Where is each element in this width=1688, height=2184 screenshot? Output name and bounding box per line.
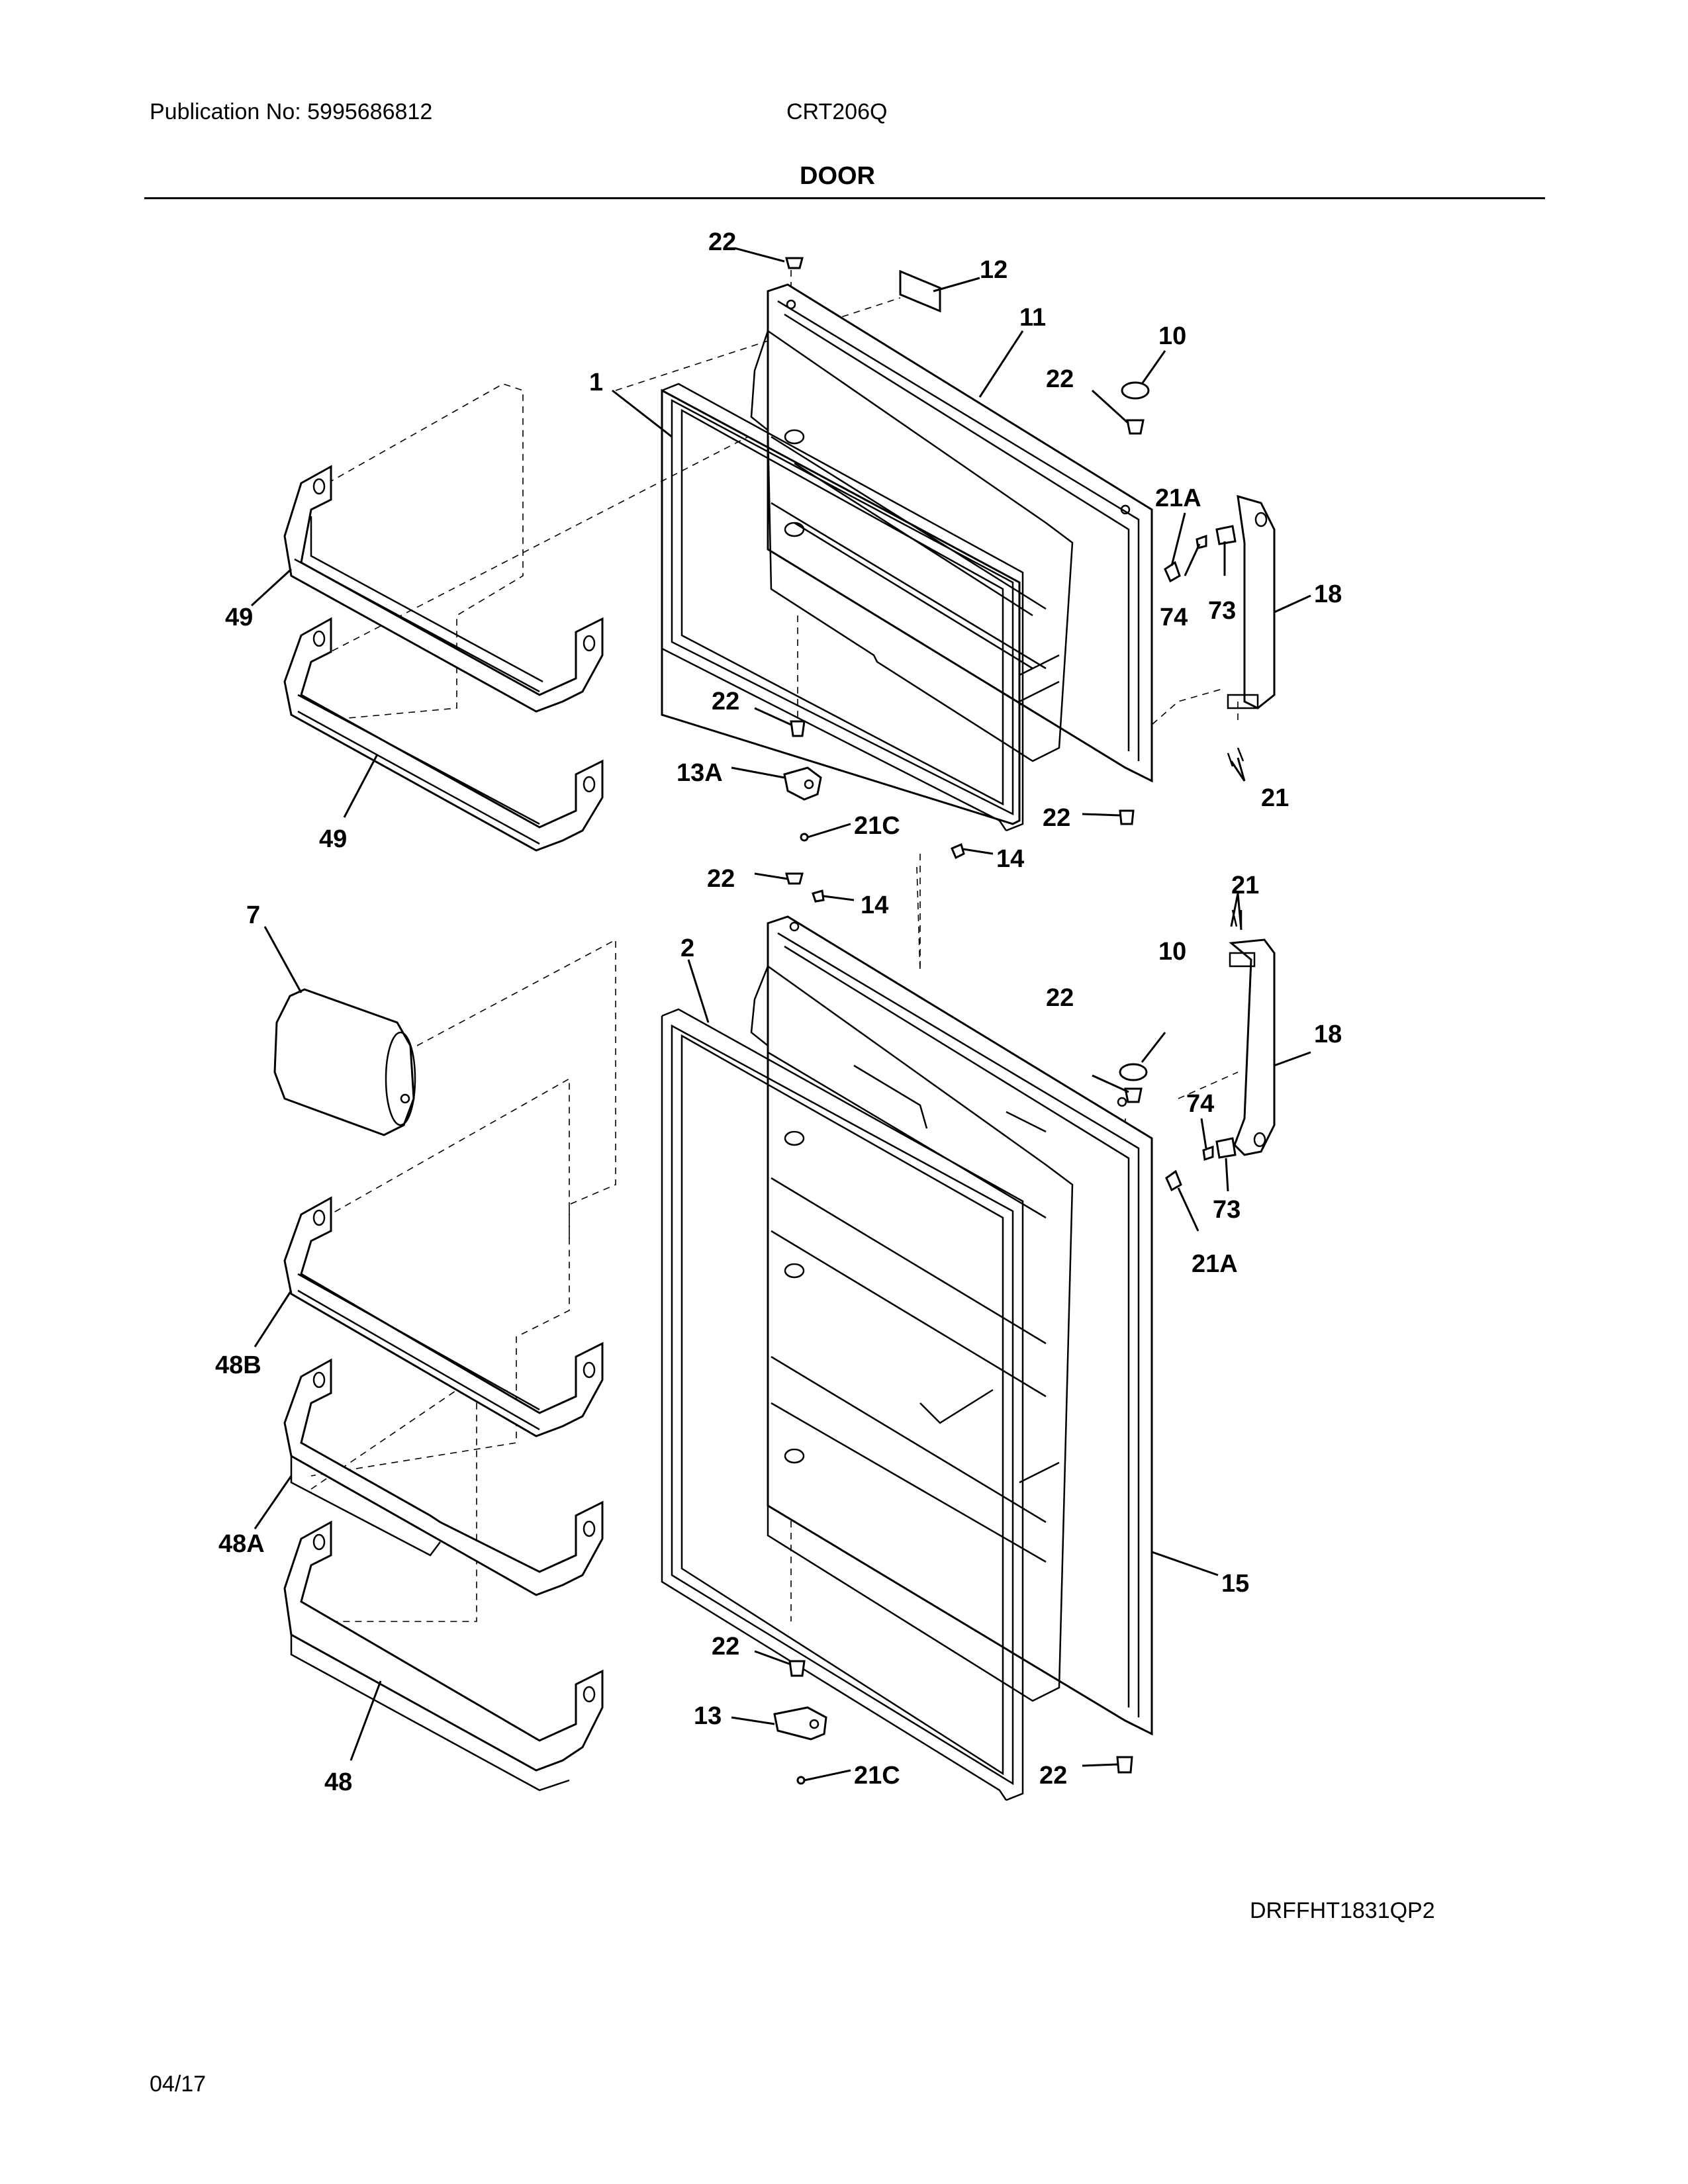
screw-22-top-left-lower [785, 872, 804, 885]
callout-48: 48 [324, 1768, 352, 1796]
callout-13: 13 [694, 1702, 722, 1730]
door-gasket-2 [661, 1008, 1024, 1801]
callout-22: 22 [712, 688, 739, 715]
callout-22: 22 [1046, 365, 1074, 393]
callout-13A: 13A [677, 759, 723, 787]
callout-22: 22 [712, 1633, 739, 1661]
callout-21: 21 [1261, 784, 1289, 812]
screw-21C-lower [796, 1776, 806, 1785]
callout-48A: 48A [218, 1530, 265, 1558]
hinge-18-lower [1229, 938, 1276, 1156]
cam-21A-lower [1165, 1169, 1182, 1192]
leader-lines [250, 247, 1311, 1782]
bushing-73-upper [1215, 525, 1237, 545]
hinge-18-upper [1227, 494, 1276, 709]
callout-1: 1 [589, 369, 603, 396]
shelf-48A [283, 1358, 604, 1596]
screw-22-hinge-lower [1124, 1087, 1143, 1103]
fresh-food-door-15 [750, 915, 1153, 1736]
shelf-48B [283, 1196, 604, 1437]
callout-22: 22 [1043, 804, 1070, 832]
callout-2: 2 [680, 934, 694, 962]
screw-22-bottom-right-upper [1119, 809, 1135, 825]
callout-22: 22 [1039, 1762, 1067, 1790]
callout-21A: 21A [1155, 484, 1201, 512]
stop-14-upper [951, 842, 965, 860]
screw-22-hinge-upper [1126, 419, 1145, 435]
callout-22: 22 [707, 865, 735, 893]
drawing-code: DRFFHT1831QP2 [1250, 1898, 1435, 1923]
callout-49: 49 [319, 825, 347, 853]
callout-21: 21 [1231, 872, 1259, 899]
hinge-13A [783, 766, 822, 801]
screw-22-top-left [785, 257, 804, 269]
callout-11: 11 [1019, 304, 1046, 332]
callout-74: 74 [1160, 604, 1188, 631]
callout-18: 18 [1314, 580, 1342, 608]
pin-74-lower [1202, 1145, 1214, 1161]
screw-22-left-mid-upper [790, 720, 806, 737]
revision-date: 04/17 [150, 2071, 207, 2097]
hole-plug-10-upper [1121, 381, 1150, 400]
hole-plug-10-lower [1119, 1063, 1148, 1081]
screw-22-left-lower [788, 1660, 806, 1677]
dairy-bin-7 [273, 988, 416, 1136]
door-gasket-1 [661, 383, 1024, 832]
callout-21C: 21C [854, 812, 900, 840]
callout-14: 14 [996, 845, 1024, 873]
publication-number: Publication No: 5995686812 [150, 99, 433, 124]
callout-18: 18 [1314, 1021, 1342, 1048]
screws-21-upper [1227, 747, 1244, 767]
callout-73: 73 [1208, 597, 1236, 625]
callout-12: 12 [980, 256, 1008, 284]
shelf-49-upper [283, 465, 604, 713]
callout-10: 10 [1158, 938, 1186, 966]
header-rule [144, 197, 1545, 199]
section-title: DOOR [800, 162, 875, 190]
callout-labels: 22 12 11 10 22 1 21A 74 73 18 21 49 49 2… [215, 228, 1342, 1796]
callout-14: 14 [861, 891, 888, 919]
callout-10: 10 [1158, 322, 1186, 350]
callout-73: 73 [1213, 1196, 1241, 1224]
callout-15: 15 [1221, 1570, 1249, 1598]
hinge-13 [773, 1706, 827, 1741]
label-12 [899, 269, 941, 313]
bushing-73-lower [1215, 1137, 1237, 1159]
shelf-49-lower [283, 617, 604, 852]
screw-21C-upper [800, 833, 809, 842]
callout-21A: 21A [1192, 1250, 1238, 1278]
callout-74: 74 [1186, 1090, 1214, 1118]
shelf-48 [283, 1520, 604, 1792]
callout-22: 22 [1046, 984, 1074, 1012]
screw-22-bottom-right-lower [1116, 1756, 1133, 1774]
model-number: CRT206Q [786, 99, 888, 124]
stop-14-lower [812, 889, 825, 903]
callout-49: 49 [225, 604, 253, 631]
callout-7: 7 [246, 901, 260, 929]
callout-22: 22 [708, 228, 736, 256]
callout-48B: 48B [215, 1351, 261, 1379]
callout-21C: 21C [854, 1762, 900, 1790]
